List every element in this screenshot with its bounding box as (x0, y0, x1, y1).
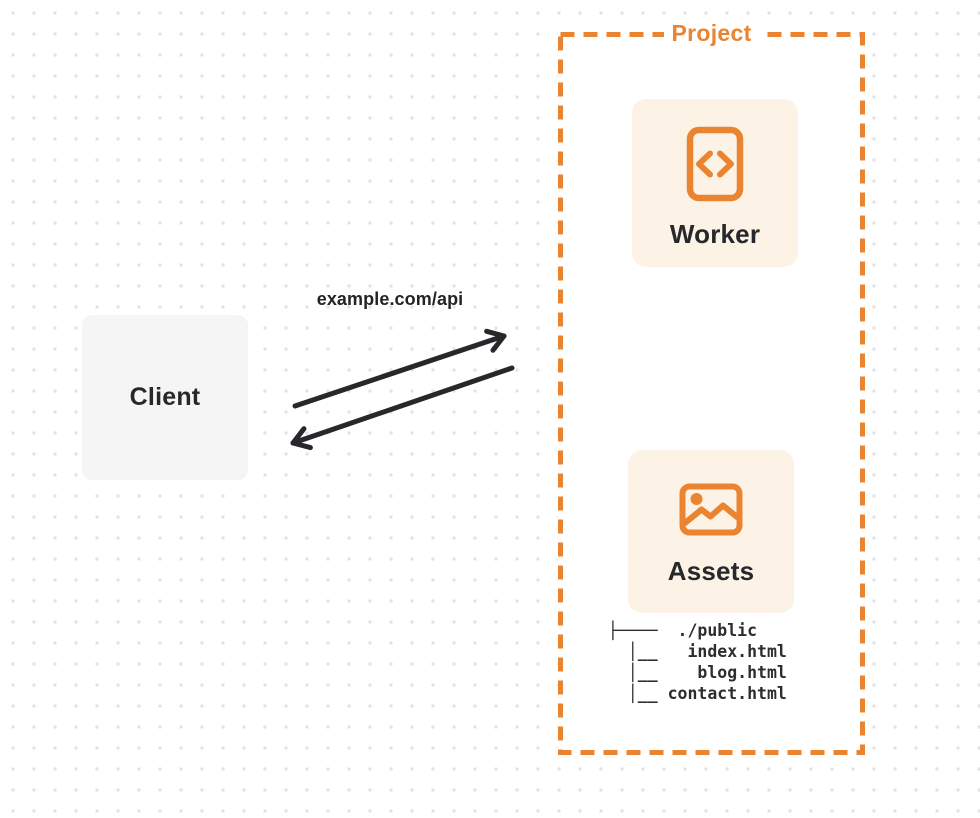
request-url-label: example.com/api (316, 289, 464, 309)
worker-node: Worker (632, 99, 798, 267)
client-node: Client (82, 315, 248, 480)
worker-label: Worker (669, 219, 761, 249)
project-label: Project (663, 19, 760, 47)
client-label: Client (129, 383, 201, 411)
request-arrow (292, 328, 507, 409)
code-icon (686, 126, 744, 202)
file-tree: ├──── ./public │__ index.html │__ blog.h… (608, 621, 787, 703)
request-response-arrows (290, 328, 515, 451)
assets-label: Assets (667, 556, 755, 586)
assets-node: Assets (628, 450, 794, 613)
response-arrow (290, 365, 515, 451)
project-group: Project Worker Assets ├──── ./public │__… (558, 19, 865, 755)
image-icon (679, 483, 743, 536)
